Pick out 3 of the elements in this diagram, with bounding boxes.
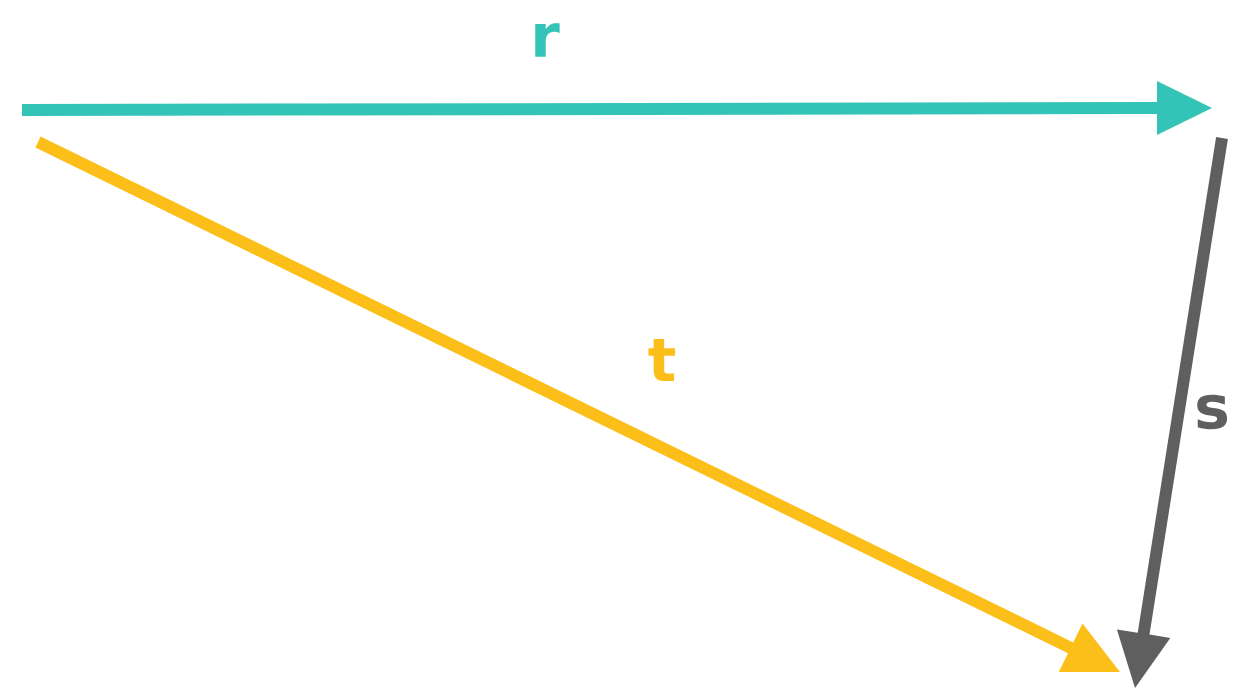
vector-label: r bbox=[535, 23, 560, 57]
vector-label: t bbox=[648, 338, 675, 382]
vector-label: s bbox=[1197, 394, 1227, 430]
